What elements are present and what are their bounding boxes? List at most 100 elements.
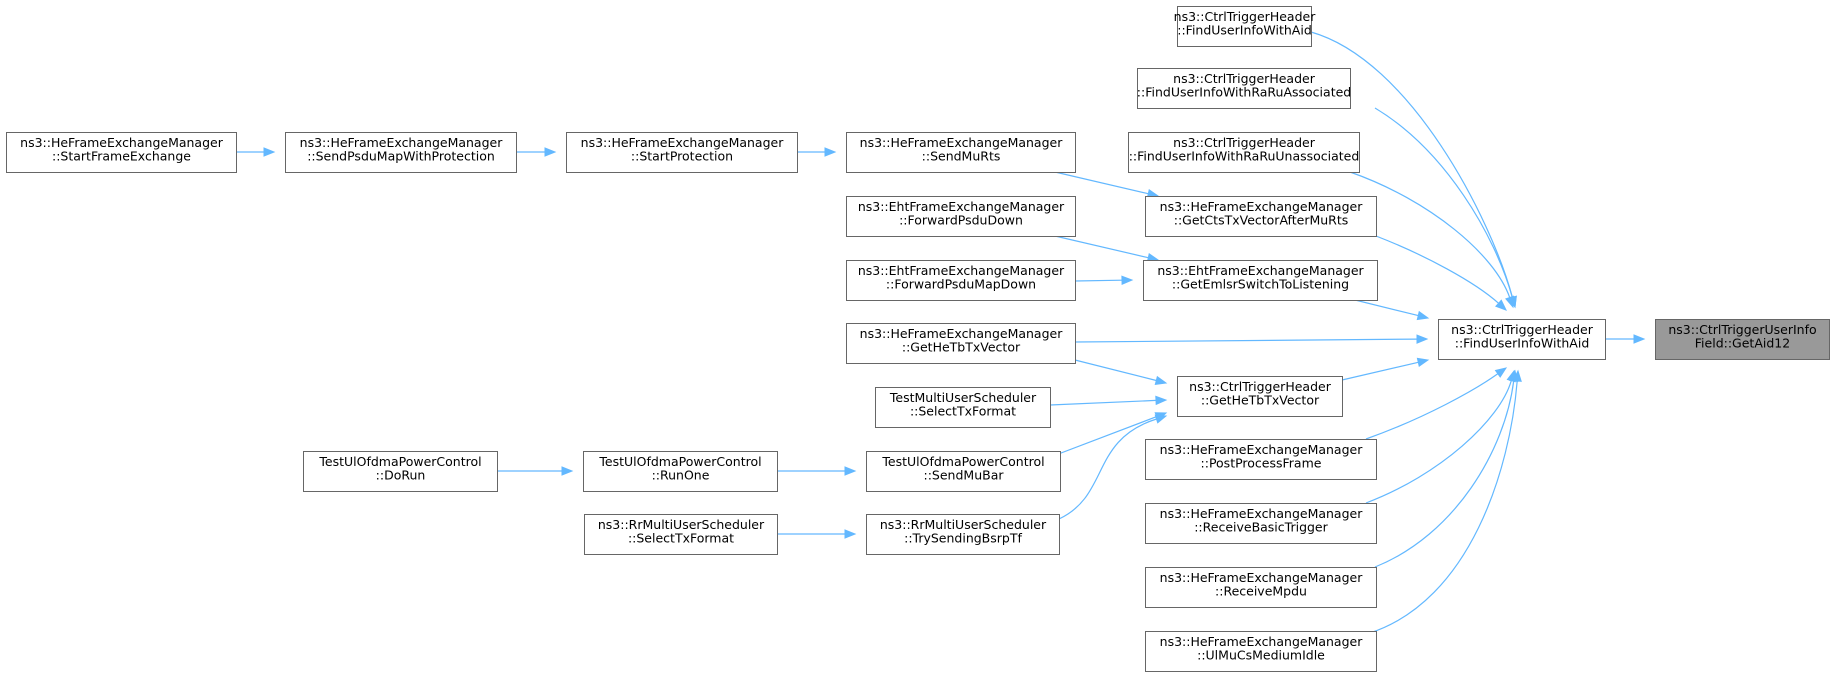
edge-line [1365,380,1512,504]
node-box [846,260,1076,301]
node-box [1145,567,1377,608]
node-box [303,451,498,492]
arrowhead-icon [1154,375,1168,385]
node-box [1438,319,1606,360]
edge-line [1058,418,1157,520]
node-ns3-heframeexchangemanager-getctstxvectoraftermurts[interactable]: ns3::HeFrameExchangeManager::GetCtsTxVec… [1145,196,1377,237]
edge-ns3-heframeexchangemanager-postprocessframe-to-ns3-ctrltriggerheader-finduserinfowithaid [1365,367,1508,440]
node-label-scope: TestUlOfdmaPowerControl [598,454,761,469]
edge-ns3-heframeexchangemanager-startframeexchange-to-ns3-heframeexchangemanager-sendpsdumapwithprotection [236,147,276,157]
edge-line [1074,279,1123,282]
edge-ns3-heframeexchangemanager-sendmurts-to-ns3-heframeexchangemanager-getctstxvectoraftermurts [1054,171,1160,199]
node-label-member: ::ForwardPsduMapDown [886,277,1036,292]
arrowhead-icon [1495,299,1507,311]
edge-line [1074,338,1418,343]
node-ns3-heframeexchangemanager-startframeexchange[interactable]: ns3::HeFrameExchangeManager::StartFrameE… [6,132,237,173]
arrowhead-icon [1155,395,1168,406]
node-ns3-ctrltriggerheader-gethetbtxvector[interactable]: ns3::CtrlTriggerHeader::GetHeTbTxVector [1177,376,1343,417]
node-box [1128,132,1360,173]
node-label-member: ::FindUserInfoWithRaRuUnassociated [1129,149,1360,164]
node-ns3-rrmultiuserscheduler-selecttxformat[interactable]: ns3::RrMultiUserScheduler::SelectTxForma… [584,514,778,555]
node-box [846,323,1076,364]
node-box [866,451,1061,492]
node-label-scope: TestMultiUserScheduler [889,390,1037,405]
edge-ns3-ehtframeexchangemanager-getemlsrswitchtolistening-to-ns3-ctrltriggerheader-finduserinfowithaid [1354,299,1430,321]
node-label-scope: ns3::CtrlTriggerHeader [1189,379,1332,394]
node-label-member: ::ReceiveMpdu [1215,584,1307,599]
node-label-member: ::GetEmlsrSwitchToListening [1172,277,1349,292]
edge-line [1349,171,1511,298]
node-testulofdmapowercontrol-dorun[interactable]: TestUlOfdmaPowerControl::DoRun [303,451,498,492]
node-label-member: ::FindUserInfoWithAid [1455,336,1590,351]
node-testulofdmapowercontrol-sendmubar[interactable]: TestUlOfdmaPowerControl::SendMuBar [866,451,1061,492]
node-ns3-rrmultiuserscheduler-trysendingbsrptf[interactable]: ns3::RrMultiUserScheduler::TrySendingBsr… [866,514,1060,555]
edge-line [1375,235,1500,304]
node-label-member: ::GetCtsTxVectorAfterMuRts [1174,213,1349,228]
node-ns3-ctrltriggerheader-finduserinfowithaid[interactable]: ns3::CtrlTriggerHeader::FindUserInfoWith… [1438,319,1606,360]
arrowhead-icon [1512,369,1522,382]
node-box [1145,503,1377,544]
node-ns3-heframeexchangemanager-ulmucsmediumidle[interactable]: ns3::HeFrameExchangeManager::UlMuCsMediu… [1145,631,1377,672]
node-box [1145,439,1377,480]
edge-line [1374,107,1513,298]
edge-line [1354,299,1419,317]
arrowhead-icon [1154,414,1168,424]
node-testmultiuserscheduler-selecttxformat[interactable]: TestMultiUserScheduler::SelectTxFormat [875,387,1051,428]
node-ns3-heframeexchangemanager-postprocessframe[interactable]: ns3::HeFrameExchangeManager::PostProcess… [1145,439,1377,480]
edge-line [1365,373,1499,440]
node-label-member: ::RunOne [652,468,710,483]
node-ns3-heframeexchangemanager-sendpsdumapwithprotection[interactable]: ns3::HeFrameExchangeManager::SendPsduMap… [285,132,517,173]
node-label-member: ::SelectTxFormat [628,531,734,546]
arrowhead-icon [1416,357,1430,368]
node-label-member: ::ReceiveBasicTrigger [1194,520,1328,535]
node-label-scope: ns3::HeFrameExchangeManager [1160,199,1364,214]
node-label-member: ::SendMuRts [922,149,1001,164]
node-box [1177,376,1343,417]
node-ns3-ctrltriggerheader-finduserinfowithraruunassociated[interactable]: ns3::CtrlTriggerHeader::FindUserInfoWith… [1128,132,1360,173]
arrowhead-icon [1505,295,1515,309]
edge-ns3-ehtframeexchangemanager-forwardpsdudown-to-ns3-ehtframeexchangemanager-getemlsrswitchtolistening [1054,235,1160,263]
edge-line [1054,171,1149,195]
node-label-member: ::FindUserInfoWithRaRuAssociated [1137,85,1351,100]
node-ns3-ctrltriggerheader-finduserinfowithraruassociated[interactable]: ns3::CtrlTriggerHeader::FindUserInfoWith… [1137,68,1351,109]
node-testulofdmapowercontrol-runone[interactable]: TestUlOfdmaPowerControl::RunOne [583,451,778,492]
arrowhead-icon [561,466,574,476]
node-box [6,132,237,173]
node-label-member: ::GetHeTbTxVector [1201,393,1320,408]
node-label-scope: ns3::EhtFrameExchangeManager [858,199,1065,214]
edge-line [1369,380,1518,634]
node-label-scope: ns3::HeFrameExchangeManager [860,135,1064,150]
node-label-member: ::UlMuCsMediumIdle [1197,648,1325,663]
node-label-scope: ns3::CtrlTriggerHeader [1173,71,1316,86]
edge-ns3-heframeexchangemanager-receivebasictrigger-to-ns3-ctrltriggerheader-finduserinfowithaid [1365,369,1516,504]
node-label-scope: ns3::HeFrameExchangeManager [581,135,785,150]
node-label-member: ::SendPsduMapWithProtection [307,149,495,164]
node-ns3-heframeexchangemanager-gethetbtxvector[interactable]: ns3::HeFrameExchangeManager::GetHeTbTxVe… [846,323,1076,364]
edge-ns3-ehtframeexchangemanager-forwardpsdumapdown-to-ns3-ehtframeexchangemanager-getemlsrswitchtolistening [1074,275,1134,285]
node-ns3-heframeexchangemanager-receivebasictrigger[interactable]: ns3::HeFrameExchangeManager::ReceiveBasi… [1145,503,1377,544]
arrowhead-icon [1494,367,1508,378]
node-ns3-ehtframeexchangemanager-getemlsrswitchtolistening[interactable]: ns3::EhtFrameExchangeManager::GetEmlsrSw… [1143,260,1378,301]
node-label-scope: ns3::HeFrameExchangeManager [860,326,1064,341]
node-label-member: ::StartFrameExchange [52,149,191,164]
node-label-member: ::DoRun [376,468,426,483]
edge-ns3-ctrltriggerheader-finduserinfowithaid-to-ns3-ctrltriggeruserinfofield-getaid12 [1605,334,1646,344]
node-ns3-heframeexchangemanager-sendmurts[interactable]: ns3::HeFrameExchangeManager::SendMuRts [846,132,1076,173]
edge-ns3-heframeexchangemanager-startprotection-to-ns3-heframeexchangemanager-sendmurts [797,147,837,157]
node-ns3-heframeexchangemanager-receivempdu[interactable]: ns3::HeFrameExchangeManager::ReceiveMpdu [1145,567,1377,608]
edge-testmultiuserscheduler-selecttxformat-to-ns3-ctrltriggerheader-gethetbtxvector [1049,395,1168,406]
edge-ns3-ctrltriggerheader-finduserinfowithraruassociated-to-ns3-ctrltriggerheader-finduserinfowithaid [1374,107,1517,309]
node-ns3-heframeexchangemanager-startprotection[interactable]: ns3::HeFrameExchangeManager::StartProtec… [566,132,798,173]
node-label-member: ::ForwardPsduDown [899,213,1023,228]
node-box [846,196,1076,237]
node-box [875,387,1051,428]
node-ns3-ctrltriggerheader-finduserinfowithaid-overload[interactable]: ns3::CtrlTriggerHeader::FindUserInfoWith… [1174,6,1317,47]
node-label-scope: ns3::HeFrameExchangeManager [300,135,504,150]
edge-testulofdmapowercontrol-dorun-to-testulofdmapowercontrol-runone [497,466,574,476]
edge-ns3-heframeexchangemanager-gethetbtxvector-to-ns3-ctrltriggerheader-finduserinfowithaid [1074,334,1429,344]
node-box [1145,631,1377,672]
node-ns3-ehtframeexchangemanager-forwardpsdumapdown[interactable]: ns3::EhtFrameExchangeManager::ForwardPsd… [846,260,1076,301]
edge-ns3-ctrltriggerheader-gethetbtxvector-to-ns3-ctrltriggerheader-finduserinfowithaid [1341,357,1430,381]
node-ns3-ehtframeexchangemanager-forwardpsdudown[interactable]: ns3::EhtFrameExchangeManager::ForwardPsd… [846,196,1076,237]
